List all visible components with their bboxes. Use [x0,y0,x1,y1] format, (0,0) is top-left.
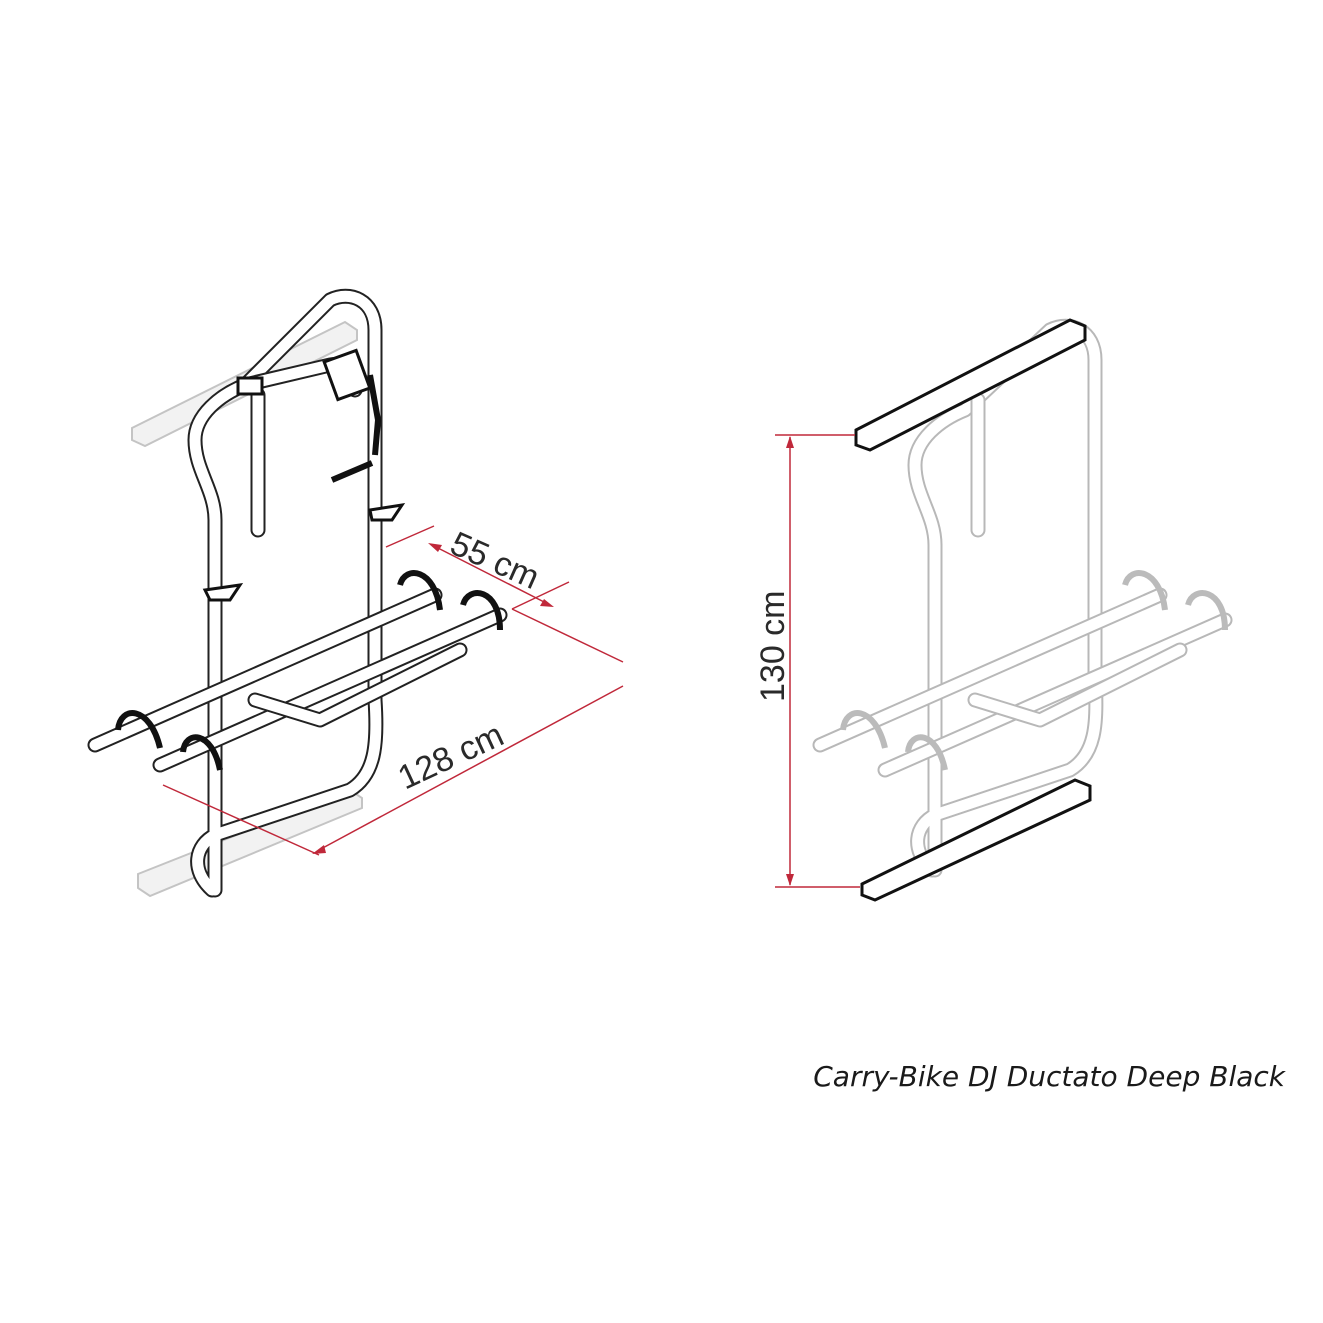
depth-label: 55 cm [445,525,545,597]
bottom-mount-rail [137,788,363,898]
rack-frame [87,288,508,898]
width-label: 128 cm [392,716,509,798]
wheel-strap [180,734,223,771]
depth-dimension [385,525,570,610]
wheel-strap [115,710,163,749]
wheel-strap [397,570,443,611]
left-view-bike-rack [87,288,508,898]
bottom-mount-rail-highlighted [860,778,1092,902]
top-mount-rail-highlighted [854,318,1087,452]
width-dimension [162,608,624,856]
height-dimension [775,434,860,888]
product-caption: Carry-Bike DJ Ductato Deep Black [813,1060,1285,1093]
clamp [236,376,264,396]
holder [202,583,244,602]
right-view-bike-rack [812,318,1233,878]
frame-strap [330,374,382,483]
wheel-strap [460,590,503,631]
clamp [322,348,372,402]
height-label: 130 cm [754,591,792,703]
holder [368,502,406,522]
